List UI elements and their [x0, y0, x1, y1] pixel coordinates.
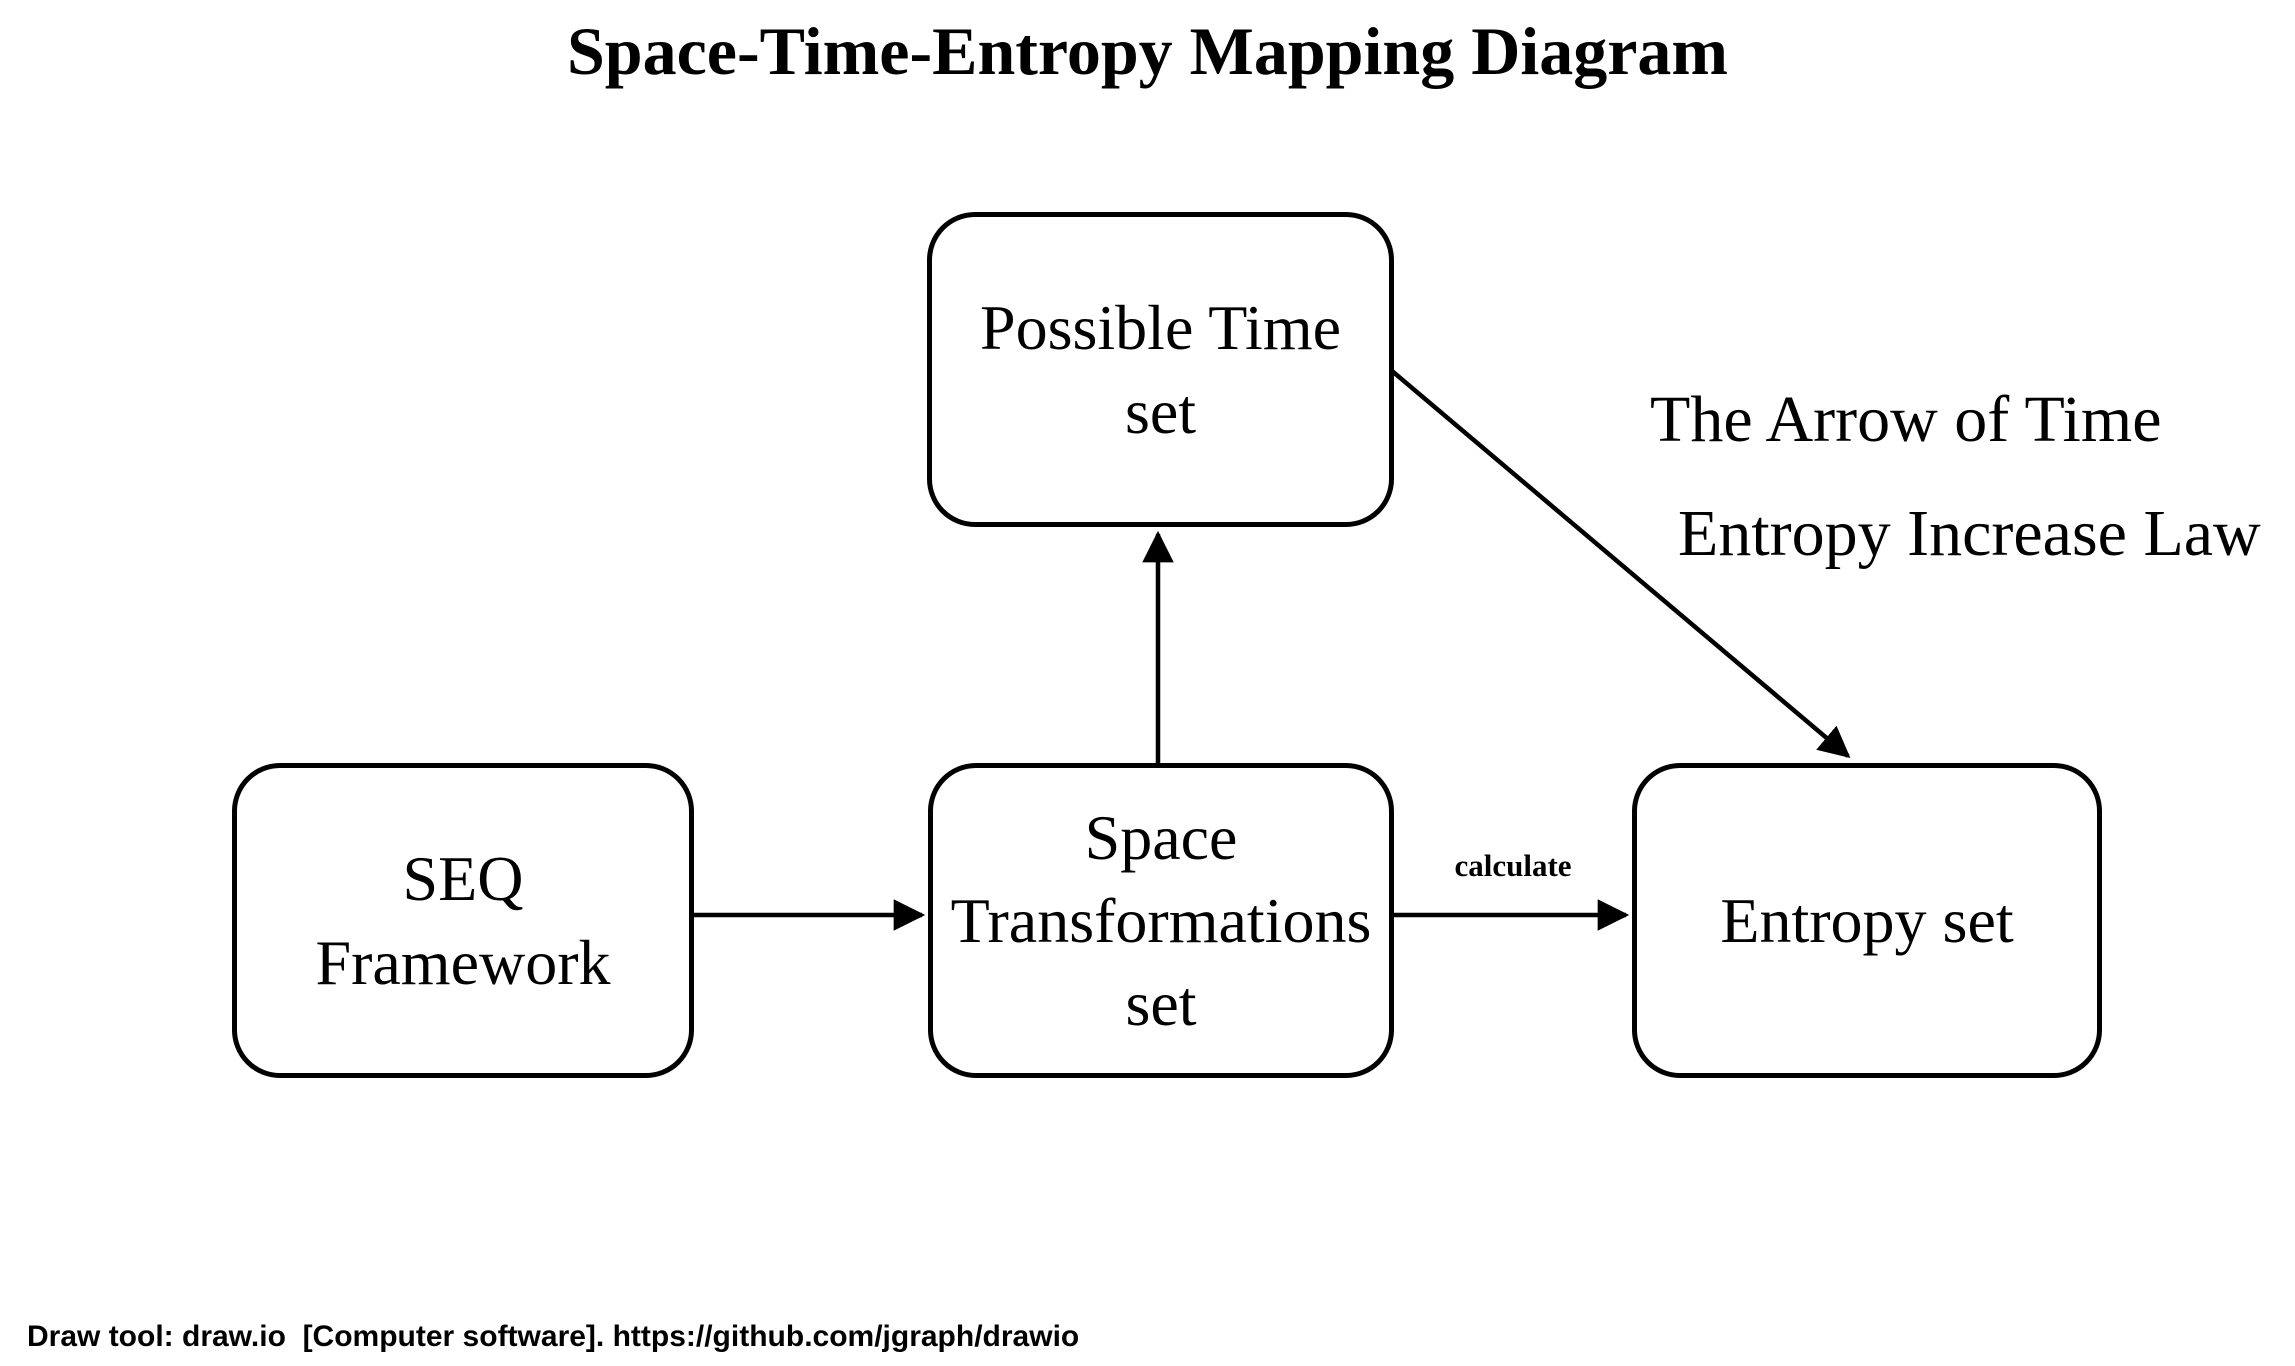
node-label-line: Framework [315, 926, 611, 998]
node-label-line: Possible Time [979, 292, 1342, 364]
node-seq-framework: SEQ Framework [232, 763, 694, 1078]
annotation-entropy-increase-law: Entropy Increase Law [1678, 497, 2261, 570]
node-label-line: SEQ [402, 843, 524, 915]
node-label-line: Transformations [950, 884, 1372, 956]
diagram-title: Space-Time-Entropy Mapping Diagram [566, 13, 1729, 89]
node-label-line: set [1124, 375, 1197, 447]
node-label-line: Entropy set [1720, 884, 2014, 956]
node-entropy-set: Entropy set [1632, 763, 2102, 1078]
edge-label-calculate: calculate [1454, 848, 1572, 883]
node-space-transformations-set: Space Transformations set [928, 763, 1394, 1078]
node-possible-time-set: Possible Time set [927, 212, 1394, 527]
node-label-line: Space [1084, 801, 1238, 873]
annotation-arrow-of-time: The Arrow of Time [1650, 383, 2162, 456]
footer-citation: Draw tool: draw.io [Computer software]. … [27, 1320, 1080, 1353]
node-label-line: set [1125, 968, 1197, 1040]
